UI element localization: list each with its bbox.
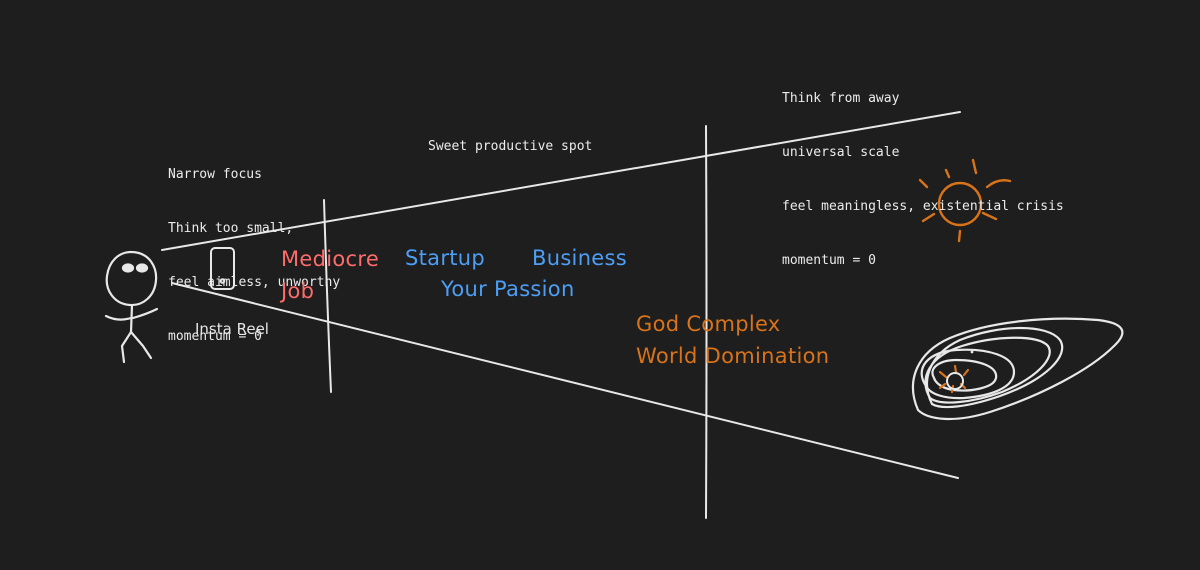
wide-note-line-2: universal scale <box>782 145 900 160</box>
phone-icon <box>210 247 235 290</box>
narrow-note-line-1: Narrow focus <box>168 167 262 182</box>
sun-icon <box>918 158 1012 243</box>
wide-note-line-3: feel meaningless, existential crisis <box>782 199 1064 214</box>
funnel-bottom-line <box>171 282 959 479</box>
world-domination-text: World Domination <box>636 344 830 368</box>
god-complex-text: God Complex <box>636 312 781 336</box>
your-passion-label: Your Passion <box>441 277 575 301</box>
god-complex-label: God Complex World Domination <box>636 308 829 372</box>
mediocre-text: Mediocre <box>281 247 380 271</box>
sweet-spot-text: Sweet productive spot <box>428 139 593 154</box>
business-label: Business <box>532 246 628 270</box>
narrow-note-line-4: momentum = 0 <box>168 329 262 344</box>
divider-left <box>323 199 332 393</box>
sweet-spot-note: Sweet productive spot <box>428 102 592 174</box>
insta-reel-label: Insta Reel <box>195 320 269 338</box>
startup-label: Startup <box>405 246 486 270</box>
funnel-top-line <box>161 111 961 251</box>
wide-focus-note: Think from away universal scale feel mea… <box>782 54 1064 288</box>
narrow-note-line-2: Think too small, <box>168 221 294 236</box>
stick-figure-icon <box>104 250 159 364</box>
wide-note-line-1: Think from away <box>782 91 900 106</box>
mediocre-job-label: Mediocre Job <box>281 243 379 307</box>
job-text: Job <box>281 279 315 303</box>
galaxy-icon <box>912 317 1124 421</box>
wide-note-line-4: momentum = 0 <box>782 253 876 268</box>
narrow-focus-note: Narrow focus Think too small, feel aimle… <box>168 130 340 364</box>
divider-right <box>705 125 708 519</box>
narrow-note-line-3: feel aimless, unworthy <box>168 275 341 290</box>
